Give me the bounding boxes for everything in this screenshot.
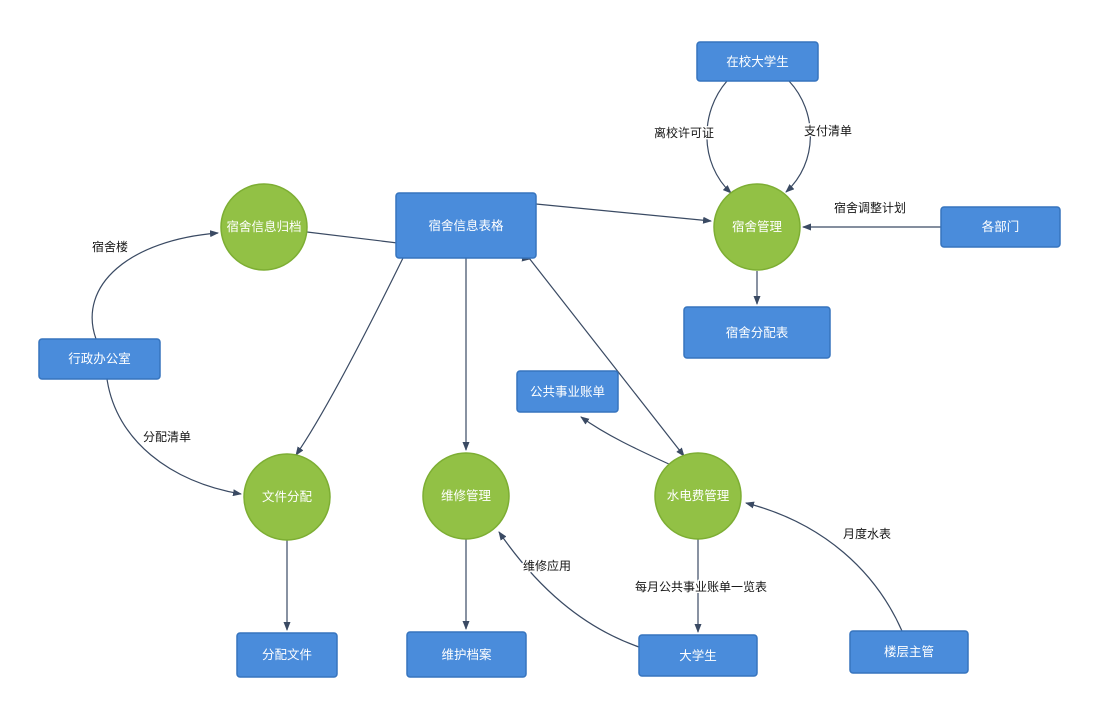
flow-label-monthly-water-meter: 月度水表 bbox=[843, 526, 891, 541]
process-circle bbox=[243, 453, 331, 541]
node-label: 楼层主管 bbox=[884, 644, 934, 659]
entity-rect bbox=[395, 192, 537, 259]
flow-label-payment-list: 支付清单 bbox=[804, 124, 852, 138]
node-utility-fee-management[interactable]: 水电费管理 bbox=[654, 452, 742, 540]
node-label: 水电费管理 bbox=[667, 488, 730, 503]
flow-label-monthly-utility-bill-list: 每月公共事业账单一览表 bbox=[635, 579, 767, 594]
entity-rect bbox=[236, 632, 338, 678]
entity-rect bbox=[638, 634, 758, 677]
flow-label-dorm-adjustment-plan: 宿舍调整计划 bbox=[834, 200, 906, 215]
node-college-students[interactable]: 大学生 bbox=[638, 634, 758, 677]
node-maintenance-archive[interactable]: 维护档案 bbox=[406, 631, 527, 678]
node-label: 公共事业账单 bbox=[530, 384, 605, 399]
flow-label-dorm-building: 宿舍楼 bbox=[92, 239, 128, 254]
flow-labels: 离校许可证 支付清单 宿舍调整计划 宿舍楼 分配清单 维修应用 每月公共事业账单… bbox=[90, 123, 907, 596]
flow-allocation-list[interactable] bbox=[106, 378, 242, 497]
entity-rect bbox=[516, 370, 619, 413]
node-label: 各部门 bbox=[982, 219, 1020, 234]
node-file-allocation[interactable]: 文件分配 bbox=[243, 453, 331, 541]
node-label: 大学生 bbox=[679, 648, 717, 663]
flow-payment-list[interactable] bbox=[785, 80, 811, 193]
flow-label-leave-permit: 离校许可证 bbox=[654, 125, 714, 140]
node-label: 宿舍信息归档 bbox=[226, 219, 301, 234]
flow-info-form-to-utility-management[interactable] bbox=[528, 257, 685, 457]
node-label: 宿舍管理 bbox=[732, 219, 783, 234]
process-circle bbox=[422, 452, 510, 540]
flow-dorm-building[interactable] bbox=[91, 230, 219, 340]
flows bbox=[91, 80, 941, 648]
node-dorm-allocation-table[interactable]: 宿舍分配表 bbox=[683, 306, 831, 359]
entity-rect bbox=[406, 631, 527, 678]
process-circle bbox=[220, 183, 308, 271]
node-utility-bill[interactable]: 公共事业账单 bbox=[516, 370, 619, 413]
flow-label-repair-application: 维修应用 bbox=[523, 558, 571, 573]
node-label: 宿舍信息表格 bbox=[428, 218, 504, 233]
flow-utility-management-to-utility-bill[interactable] bbox=[580, 416, 672, 466]
entity-rect bbox=[849, 630, 969, 674]
process-circle bbox=[713, 183, 801, 271]
node-repair-management[interactable]: 维修管理 bbox=[422, 452, 510, 540]
node-floor-supervisor[interactable]: 楼层主管 bbox=[849, 630, 969, 674]
node-label: 宿舍分配表 bbox=[726, 325, 789, 340]
entity-nodes: 在校大学生 宿舍信息表格 各部门 宿舍分配表 行政办公室 公共事业账单 分配文件 bbox=[38, 41, 1061, 678]
entity-rect bbox=[683, 306, 831, 359]
node-label: 行政办公室 bbox=[68, 351, 131, 366]
node-label: 分配文件 bbox=[262, 647, 312, 662]
flow-repair-application[interactable] bbox=[498, 531, 640, 648]
node-admin-office[interactable]: 行政办公室 bbox=[38, 338, 161, 380]
entity-rect bbox=[940, 206, 1061, 248]
flow-label-allocation-list: 分配清单 bbox=[143, 430, 191, 444]
flow-monthly-water-meter[interactable] bbox=[745, 501, 903, 632]
entity-rect bbox=[696, 41, 819, 82]
node-departments[interactable]: 各部门 bbox=[940, 206, 1061, 248]
node-label: 在校大学生 bbox=[726, 54, 789, 69]
node-label: 维护档案 bbox=[441, 647, 492, 662]
node-label: 文件分配 bbox=[262, 489, 313, 504]
node-label: 维修管理 bbox=[441, 488, 492, 503]
node-dorm-info-archiving[interactable]: 宿舍信息归档 bbox=[220, 183, 308, 271]
node-allocation-file[interactable]: 分配文件 bbox=[236, 632, 338, 678]
flow-info-form-to-dorm-management[interactable] bbox=[535, 203, 712, 224]
process-nodes: 宿舍信息归档 宿舍管理 文件分配 维修管理 水电费管理 bbox=[220, 183, 801, 541]
entity-rect bbox=[38, 338, 161, 380]
flow-leave-permit[interactable] bbox=[706, 80, 732, 194]
flow-info-form-to-file-allocation[interactable] bbox=[295, 257, 404, 456]
node-students-on-campus[interactable]: 在校大学生 bbox=[696, 41, 819, 82]
process-circle bbox=[654, 452, 742, 540]
node-dorm-management[interactable]: 宿舍管理 bbox=[713, 183, 801, 271]
node-dorm-info-form[interactable]: 宿舍信息表格 bbox=[395, 192, 537, 259]
